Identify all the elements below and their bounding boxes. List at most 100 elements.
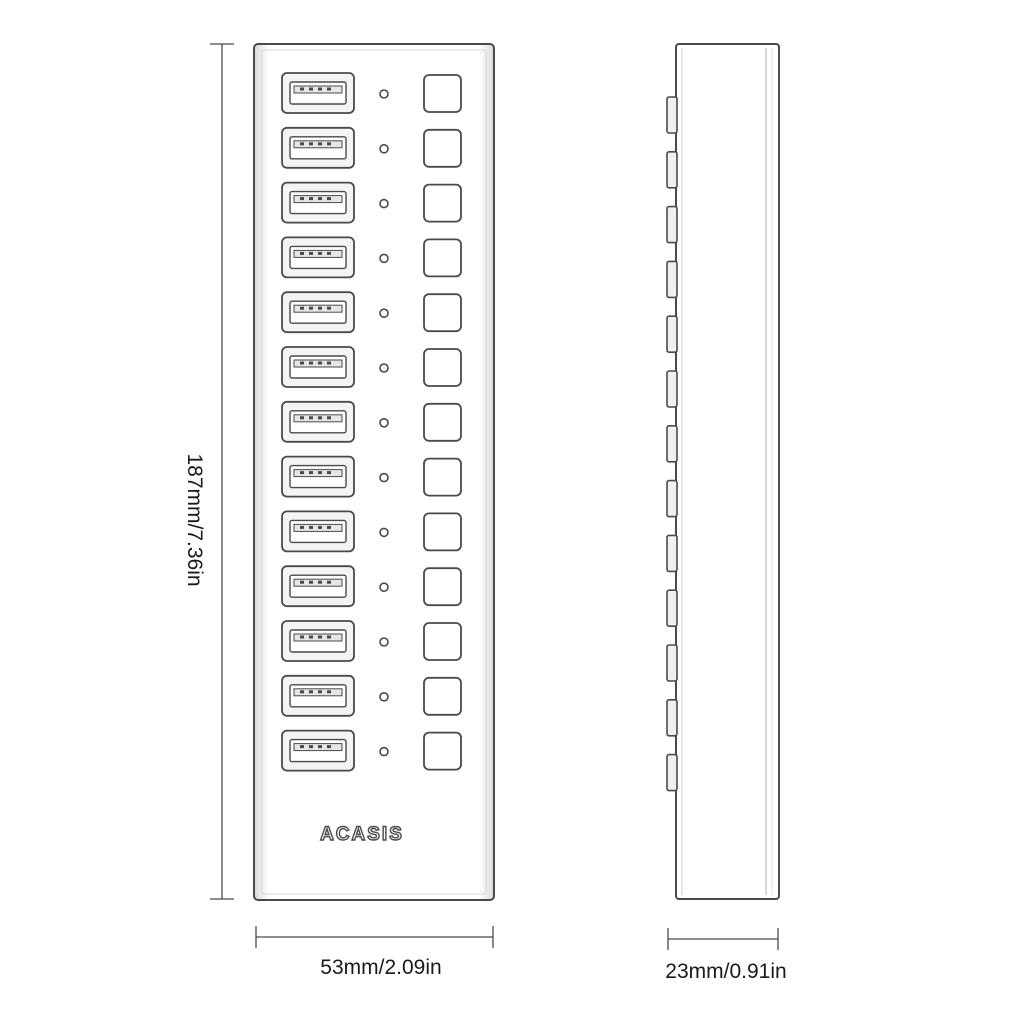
usb-port-pin — [327, 580, 331, 584]
usb-port-pin — [300, 251, 304, 255]
usb-port-pin — [309, 690, 313, 694]
power-switch-button-icon — [423, 731, 462, 771]
power-switch-button-icon — [423, 457, 462, 497]
side-button-profile — [666, 698, 678, 737]
power-switch-button-icon — [423, 238, 462, 278]
usb-port-pin — [300, 690, 304, 694]
port-row — [281, 455, 462, 498]
led-indicator-icon — [379, 253, 389, 264]
port-row — [281, 510, 462, 553]
usb-port-pin — [327, 87, 331, 91]
led-indicator-icon — [379, 582, 389, 593]
usb-port-pin — [327, 197, 331, 201]
usb-port-pin — [309, 416, 313, 420]
power-switch-button-icon — [423, 348, 462, 387]
side-button-profile — [666, 424, 678, 463]
usb-port-pin — [318, 197, 322, 201]
port-row — [281, 72, 462, 114]
usb-port-pin — [318, 361, 322, 365]
hub-front-view: ACASIS — [253, 43, 495, 901]
power-switch-button-icon — [423, 128, 462, 168]
usb-port-pin — [327, 690, 331, 694]
port-row — [281, 291, 462, 334]
port-row — [281, 400, 462, 443]
usb-port-pin — [318, 745, 322, 749]
power-switch-button-icon — [423, 74, 462, 113]
port-row — [281, 236, 462, 279]
side-button-profile — [666, 479, 678, 518]
led-indicator-icon — [379, 363, 389, 373]
power-switch-button-icon — [423, 183, 462, 223]
power-switch-button-icon — [423, 293, 462, 333]
led-indicator-icon — [379, 527, 389, 538]
usb-port-pin — [300, 745, 304, 749]
usb-port-pin — [318, 525, 322, 529]
usb-port-pin — [318, 471, 322, 475]
side-button-profile — [666, 151, 678, 189]
usb-port-pin — [300, 471, 304, 475]
port-row — [281, 674, 462, 717]
usb-port-pin — [318, 142, 322, 146]
power-switch-button-icon — [423, 567, 462, 607]
usb-port-pin — [309, 745, 313, 749]
port-row — [281, 346, 462, 388]
usb-port-pin — [318, 690, 322, 694]
usb-port-pin — [318, 635, 322, 639]
side-button-profile — [666, 96, 678, 134]
side-button-profile — [666, 205, 678, 244]
led-indicator-icon — [379, 691, 389, 702]
usb-port-pin — [318, 251, 322, 255]
led-indicator-icon — [379, 308, 389, 319]
usb-port-pin — [327, 525, 331, 529]
side-button-profile — [666, 260, 678, 299]
usb-port-pin — [300, 142, 304, 146]
port-row — [281, 565, 462, 608]
hub-front-inner-edge — [261, 49, 487, 895]
usb-port-pin — [309, 87, 313, 91]
usb-port-pin — [309, 525, 313, 529]
side-width-label: 23mm/0.91in — [665, 960, 786, 983]
led-indicator-icon — [379, 417, 389, 428]
port-row — [281, 126, 462, 169]
led-indicator-icon — [379, 746, 389, 757]
port-rows — [281, 72, 462, 772]
usb-port-pin — [327, 142, 331, 146]
usb-port-pin — [318, 580, 322, 584]
usb-port-pin — [327, 471, 331, 475]
acasis-logo: ACASIS — [320, 824, 404, 845]
hub-side-body — [675, 43, 780, 900]
port-row — [281, 181, 462, 224]
power-switch-button-icon — [423, 676, 462, 716]
usb-port-pin — [327, 251, 331, 255]
side-button-profile — [666, 589, 678, 628]
led-indicator-icon — [379, 89, 389, 99]
usb-port-pin — [309, 635, 313, 639]
usb-port-pin — [300, 635, 304, 639]
height-dimension-label: 187mm/7.36in — [183, 453, 206, 586]
usb-port-pin — [318, 87, 322, 91]
usb-port-pin — [300, 416, 304, 420]
usb-port-pin — [309, 471, 313, 475]
power-switch-button-icon — [423, 622, 462, 661]
usb-port-pin — [318, 306, 322, 310]
led-indicator-icon — [379, 637, 389, 647]
usb-port-pin — [300, 525, 304, 529]
usb-port-pin — [327, 416, 331, 420]
side-button-profile — [666, 534, 678, 573]
usb-port-pin — [327, 745, 331, 749]
usb-port-pin — [327, 306, 331, 310]
usb-port-pin — [309, 197, 313, 201]
usb-port-pin — [309, 142, 313, 146]
port-row — [281, 620, 462, 662]
usb-port-pin — [300, 87, 304, 91]
front-width-dimension: 53mm/2.09in — [255, 926, 494, 979]
usb-port-pin — [318, 416, 322, 420]
usb-port-pin — [309, 306, 313, 310]
usb-port-pin — [309, 361, 313, 365]
usb-port-pin — [327, 361, 331, 365]
power-switch-button-icon — [423, 512, 462, 552]
power-switch-button-icon — [423, 402, 462, 442]
usb-port-pin — [300, 197, 304, 201]
side-button-profile — [666, 644, 678, 682]
